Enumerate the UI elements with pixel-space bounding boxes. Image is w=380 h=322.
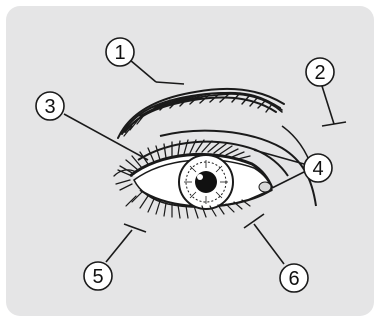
callout-5: 5	[84, 262, 112, 290]
callout-2-label: 2	[314, 62, 325, 84]
callout-6: 6	[280, 264, 308, 292]
callout-2: 2	[306, 58, 334, 86]
pupil-highlight	[197, 174, 203, 180]
callout-1: 1	[106, 38, 134, 66]
pupil	[195, 171, 217, 193]
callout-1-label: 1	[114, 42, 125, 64]
callout-5-label: 5	[92, 266, 103, 288]
callout-6-label: 6	[288, 268, 299, 290]
callout-4: 4	[304, 154, 332, 182]
callout-3: 3	[36, 92, 64, 120]
tear-duct	[259, 182, 271, 192]
callout-4-label: 4	[312, 158, 323, 180]
callout-3-label: 3	[44, 96, 55, 118]
